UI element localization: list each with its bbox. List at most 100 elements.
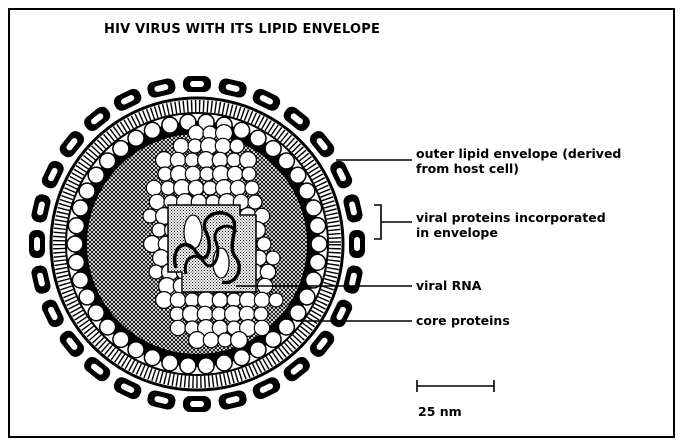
matrix-bead bbox=[278, 319, 294, 335]
matrix-bead bbox=[144, 350, 160, 366]
envelope-protein bbox=[146, 77, 177, 99]
core-protein bbox=[185, 153, 199, 167]
matrix-bead bbox=[180, 358, 196, 374]
label-core-proteins: core proteins bbox=[416, 313, 510, 328]
core-protein bbox=[161, 181, 175, 195]
matrix-bead bbox=[88, 167, 104, 183]
matrix-bead bbox=[216, 355, 232, 371]
core-protein bbox=[203, 332, 218, 347]
matrix-bead bbox=[88, 305, 104, 321]
core-protein bbox=[227, 293, 241, 307]
label-outer-lipid-envelope-line2: from host cell) bbox=[416, 161, 621, 176]
core-protein bbox=[203, 181, 217, 195]
core-protein bbox=[240, 152, 257, 169]
matrix-bead bbox=[299, 289, 315, 305]
core-protein bbox=[266, 251, 280, 265]
viral-proteins-bracket bbox=[374, 205, 412, 239]
core-protein bbox=[185, 293, 199, 307]
core-protein bbox=[245, 181, 259, 195]
core-protein bbox=[170, 292, 185, 307]
core-protein bbox=[231, 332, 248, 349]
matrix-bead bbox=[290, 167, 306, 183]
envelope-protein bbox=[183, 76, 211, 92]
envelope-protein bbox=[146, 389, 177, 411]
core-protein bbox=[158, 167, 172, 181]
core-protein bbox=[200, 167, 214, 181]
matrix-bead bbox=[162, 117, 178, 133]
matrix-bead bbox=[100, 319, 116, 335]
matrix-bead bbox=[68, 254, 84, 270]
core-protein bbox=[227, 166, 242, 181]
core-protein bbox=[212, 307, 226, 321]
envelope-protein bbox=[30, 193, 52, 224]
core-protein bbox=[170, 320, 185, 335]
matrix-bead bbox=[113, 331, 129, 347]
core-protein bbox=[215, 138, 230, 153]
label-viral-rna: viral RNA bbox=[416, 278, 481, 293]
core-protein bbox=[218, 333, 232, 347]
core-protein bbox=[185, 166, 200, 181]
core-protein bbox=[230, 180, 245, 195]
matrix-bead bbox=[299, 183, 315, 199]
matrix-bead bbox=[278, 153, 294, 169]
matrix-bead bbox=[144, 122, 160, 138]
core-protein bbox=[170, 307, 184, 321]
matrix-bead bbox=[79, 289, 95, 305]
label-viral-proteins-line1: viral proteins incorporated bbox=[416, 210, 606, 225]
diagram-title: HIV VIRUS WITH ITS LIPID ENVELOPE bbox=[104, 22, 380, 37]
matrix-bead bbox=[250, 130, 266, 146]
matrix-bead bbox=[306, 200, 322, 216]
matrix-bead bbox=[113, 141, 129, 157]
label-viral-proteins: viral proteins incorporated in envelope bbox=[416, 210, 606, 240]
matrix-bead bbox=[79, 183, 95, 199]
matrix-bead bbox=[128, 130, 144, 146]
matrix-bead bbox=[234, 122, 250, 138]
core-protein bbox=[188, 125, 203, 140]
matrix-bead bbox=[68, 218, 84, 234]
envelope-protein bbox=[342, 264, 364, 295]
core-protein bbox=[254, 307, 268, 321]
core-protein bbox=[242, 167, 256, 181]
label-viral-proteins-line2: in envelope bbox=[416, 225, 606, 240]
core-protein bbox=[269, 293, 283, 307]
core-protein bbox=[260, 264, 275, 279]
envelope-protein bbox=[29, 230, 45, 258]
matrix-bead bbox=[250, 342, 266, 358]
matrix-bead bbox=[310, 218, 326, 234]
core-protein bbox=[173, 138, 188, 153]
envelope-protein bbox=[217, 77, 248, 99]
core-protein bbox=[146, 180, 161, 195]
core-protein bbox=[149, 265, 163, 279]
core-protein bbox=[257, 237, 271, 251]
core-protein bbox=[230, 139, 244, 153]
core-protein bbox=[143, 209, 157, 223]
core-protein bbox=[227, 153, 241, 167]
matrix-bead bbox=[100, 153, 116, 169]
core-protein bbox=[254, 292, 269, 307]
matrix-bead bbox=[67, 236, 83, 252]
matrix-bead bbox=[310, 254, 326, 270]
envelope-protein bbox=[349, 230, 365, 258]
matrix-bead bbox=[234, 350, 250, 366]
core-protein bbox=[188, 139, 202, 153]
core-protein bbox=[188, 180, 203, 195]
matrix-bead bbox=[162, 355, 178, 371]
core-protein bbox=[152, 223, 166, 237]
matrix-bead bbox=[72, 272, 88, 288]
envelope-protein bbox=[342, 193, 364, 224]
core-protein bbox=[212, 292, 227, 307]
envelope-protein bbox=[183, 396, 211, 412]
viral-particle bbox=[29, 76, 365, 412]
matrix-bead bbox=[198, 358, 214, 374]
matrix-bead bbox=[265, 141, 281, 157]
core-protein bbox=[248, 195, 262, 209]
core-protein bbox=[254, 320, 269, 335]
matrix-bead bbox=[128, 342, 144, 358]
envelope-protein bbox=[30, 264, 52, 295]
matrix-bead bbox=[311, 236, 327, 252]
scale-bar-label: 25 nm bbox=[418, 404, 462, 419]
matrix-bead bbox=[290, 305, 306, 321]
matrix-bead bbox=[72, 200, 88, 216]
label-outer-lipid-envelope-line1: outer lipid envelope (derived bbox=[416, 146, 621, 161]
scale-bar bbox=[417, 380, 494, 392]
